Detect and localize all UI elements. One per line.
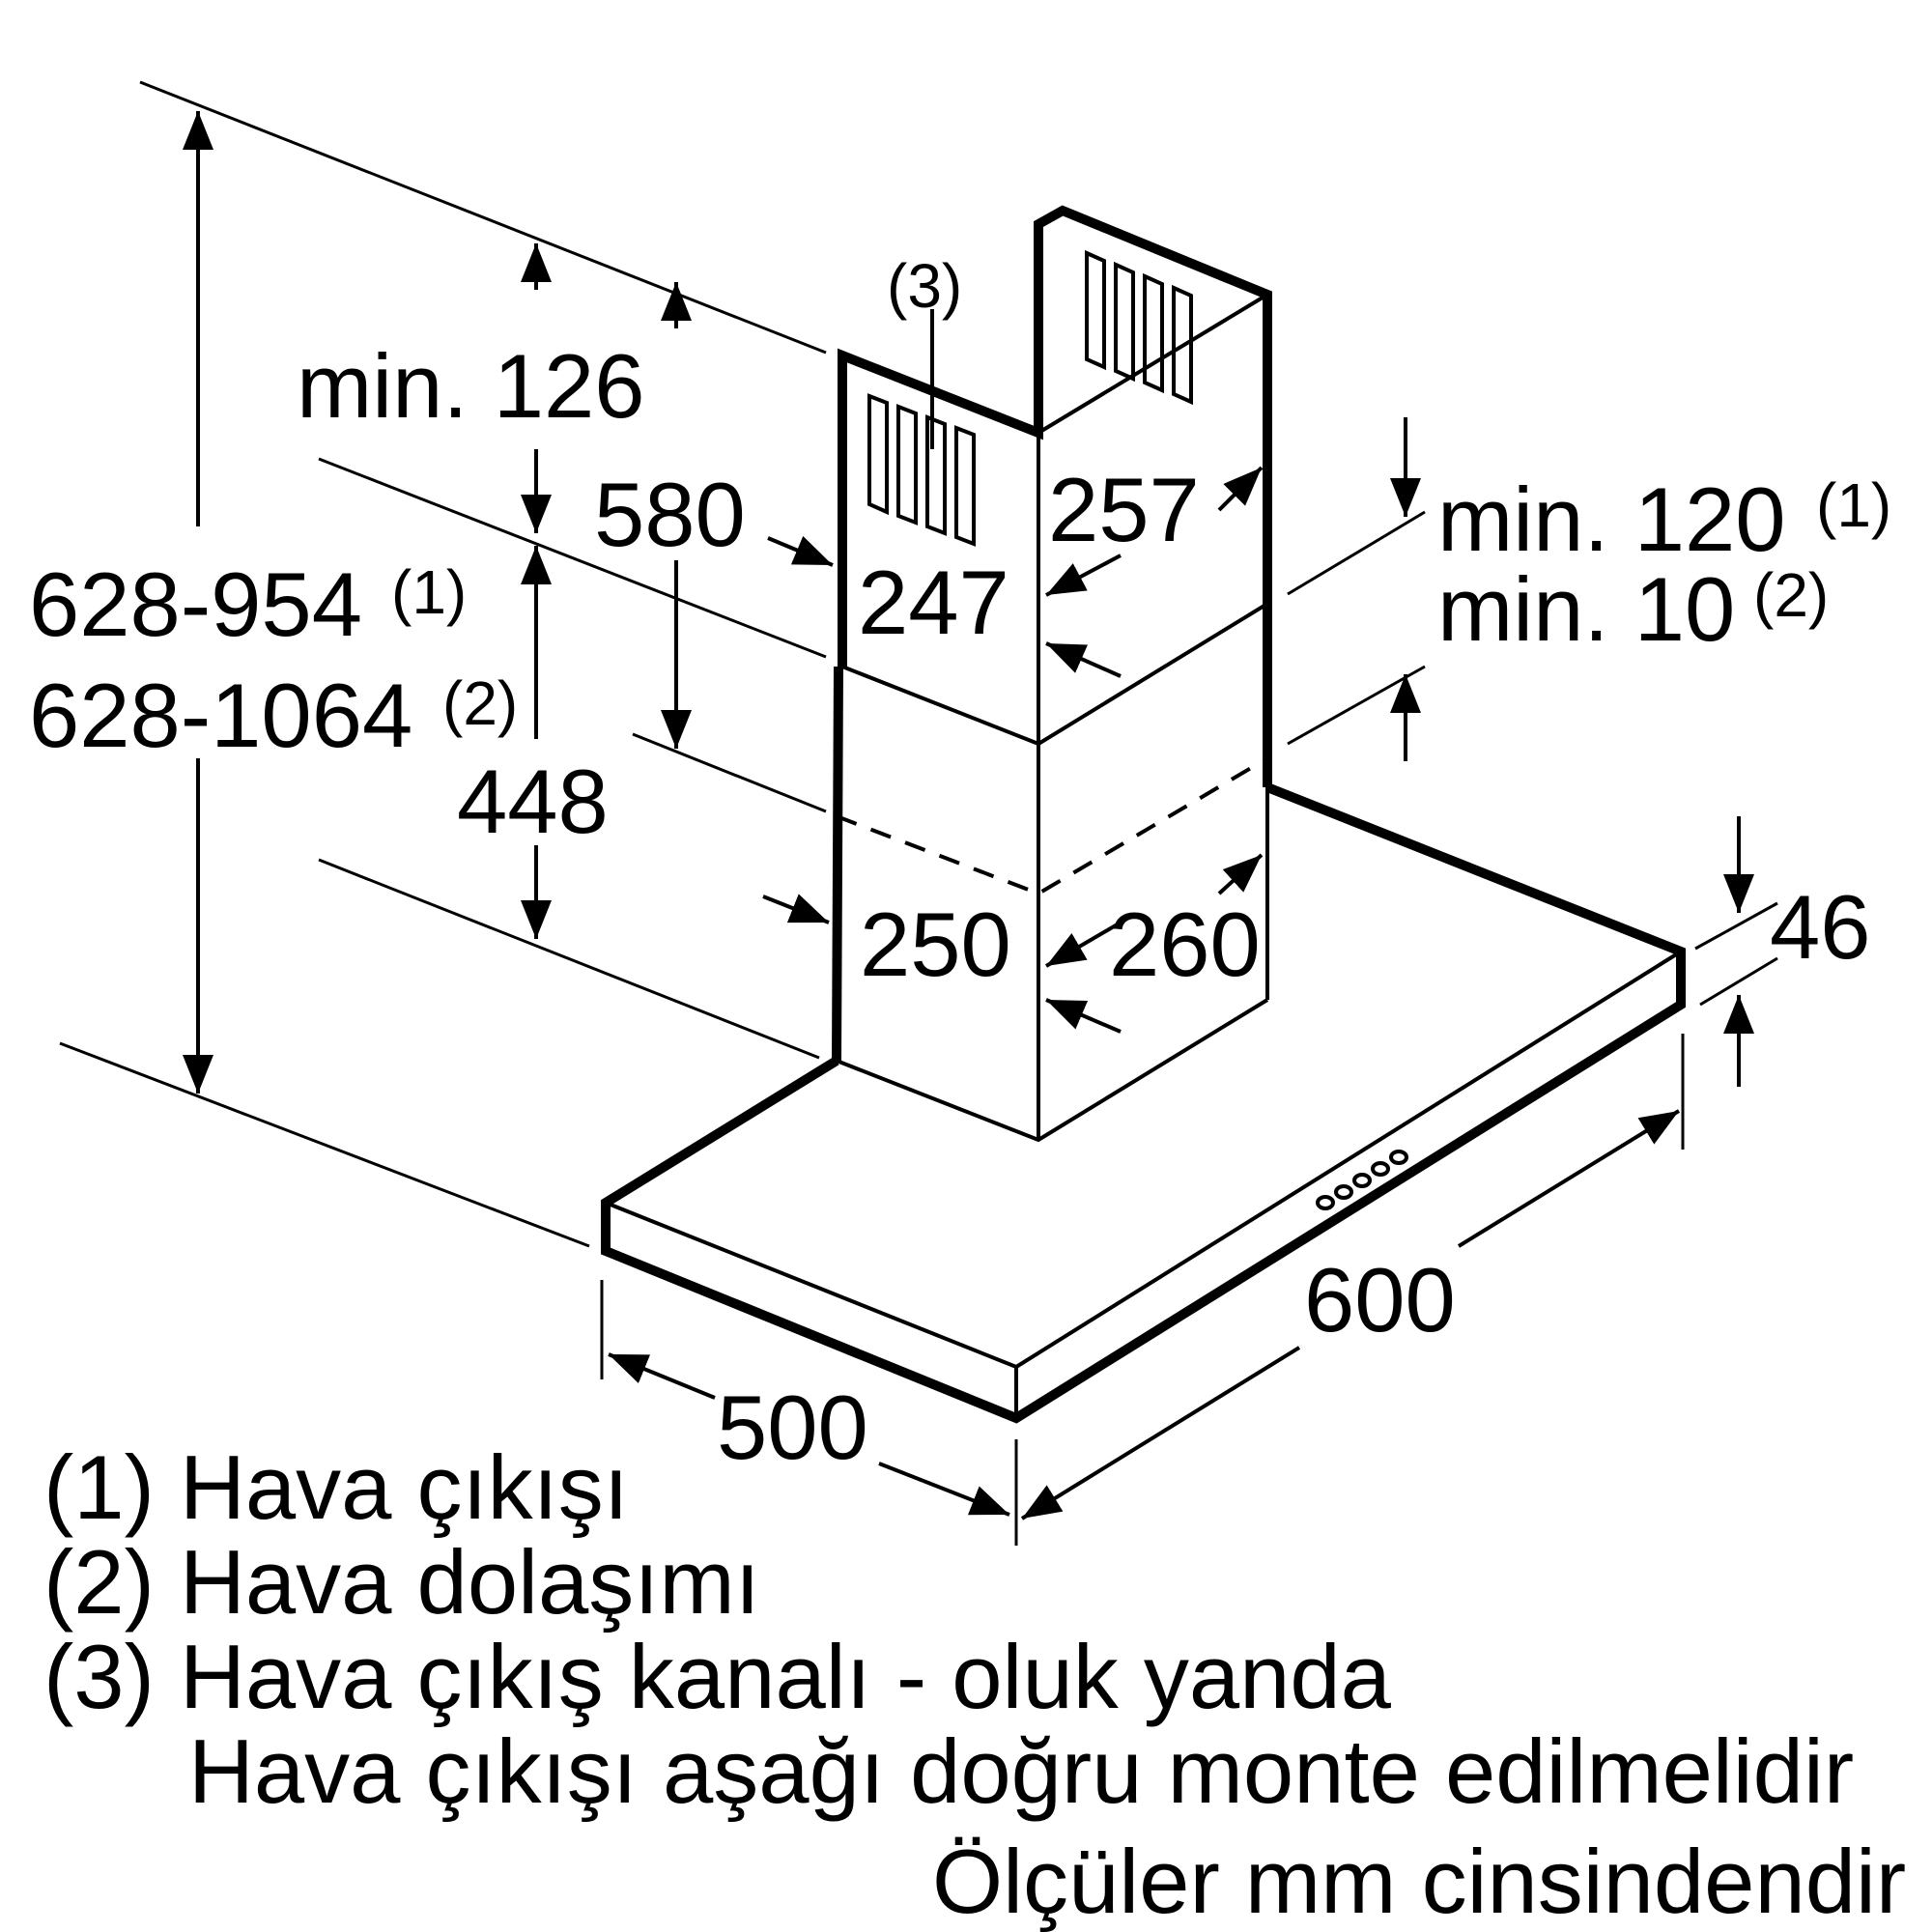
note-min-ceiling-recirc: (2) — [1753, 560, 1829, 630]
legend-item-2: (2) Hava dolaşımı — [43, 1531, 760, 1633]
label-upper-width: 257 — [1048, 459, 1200, 560]
legend: (1) Hava çıkışı (2) Hava dolaşımı (3) Ha… — [43, 1436, 1854, 1822]
dimension-labels: 628-954 (1) 628-1064 (2) min. 126 580 44… — [29, 251, 1891, 1478]
legend-item-3: (3) Hava çıkış kanalı - oluk yanda — [43, 1626, 1392, 1727]
upper-chimney — [838, 205, 1272, 747]
upper-chimney-vent-slots-front — [867, 393, 976, 547]
label-canopy-depth: 500 — [717, 1377, 868, 1478]
label-canopy-thickness: 46 — [1770, 876, 1871, 978]
legend-item-3-continuation: Hava çıkışı aşağı doğru monte edilmelidi… — [188, 1720, 1854, 1822]
upper-chimney-vent-slots-side — [1085, 249, 1193, 406]
legend-item-1: (1) Hava çıkışı — [43, 1436, 629, 1538]
note-min-ceiling-extraction: (1) — [1816, 470, 1891, 540]
units-note: Ölçüler mm cinsindendir — [932, 1831, 1906, 1932]
label-lower-depth: 250 — [860, 894, 1011, 995]
label-min-ceiling-recirc: min. 10 — [1437, 558, 1735, 660]
canopy — [601, 782, 1686, 1424]
label-chimney-lower: 448 — [457, 751, 609, 852]
note-overall-height-2: (2) — [442, 668, 518, 738]
label-chimney-upper: 580 — [594, 464, 746, 565]
label-min-ceiling-extraction: min. 120 — [1437, 469, 1786, 570]
label-upper-depth: 247 — [858, 552, 1009, 653]
label-overall-height-1: 628-954 — [29, 554, 362, 655]
label-min-top: min. 126 — [297, 335, 645, 437]
control-buttons — [1316, 1150, 1408, 1210]
label-canopy-width: 600 — [1304, 1249, 1456, 1350]
lower-chimney — [832, 599, 1272, 1143]
label-duct-marker: (3) — [887, 251, 962, 321]
label-lower-width: 260 — [1109, 894, 1261, 995]
dimension-lines — [183, 111, 1778, 1546]
note-overall-height-1: (1) — [391, 557, 467, 627]
label-overall-height-2: 628-1064 — [29, 665, 412, 766]
